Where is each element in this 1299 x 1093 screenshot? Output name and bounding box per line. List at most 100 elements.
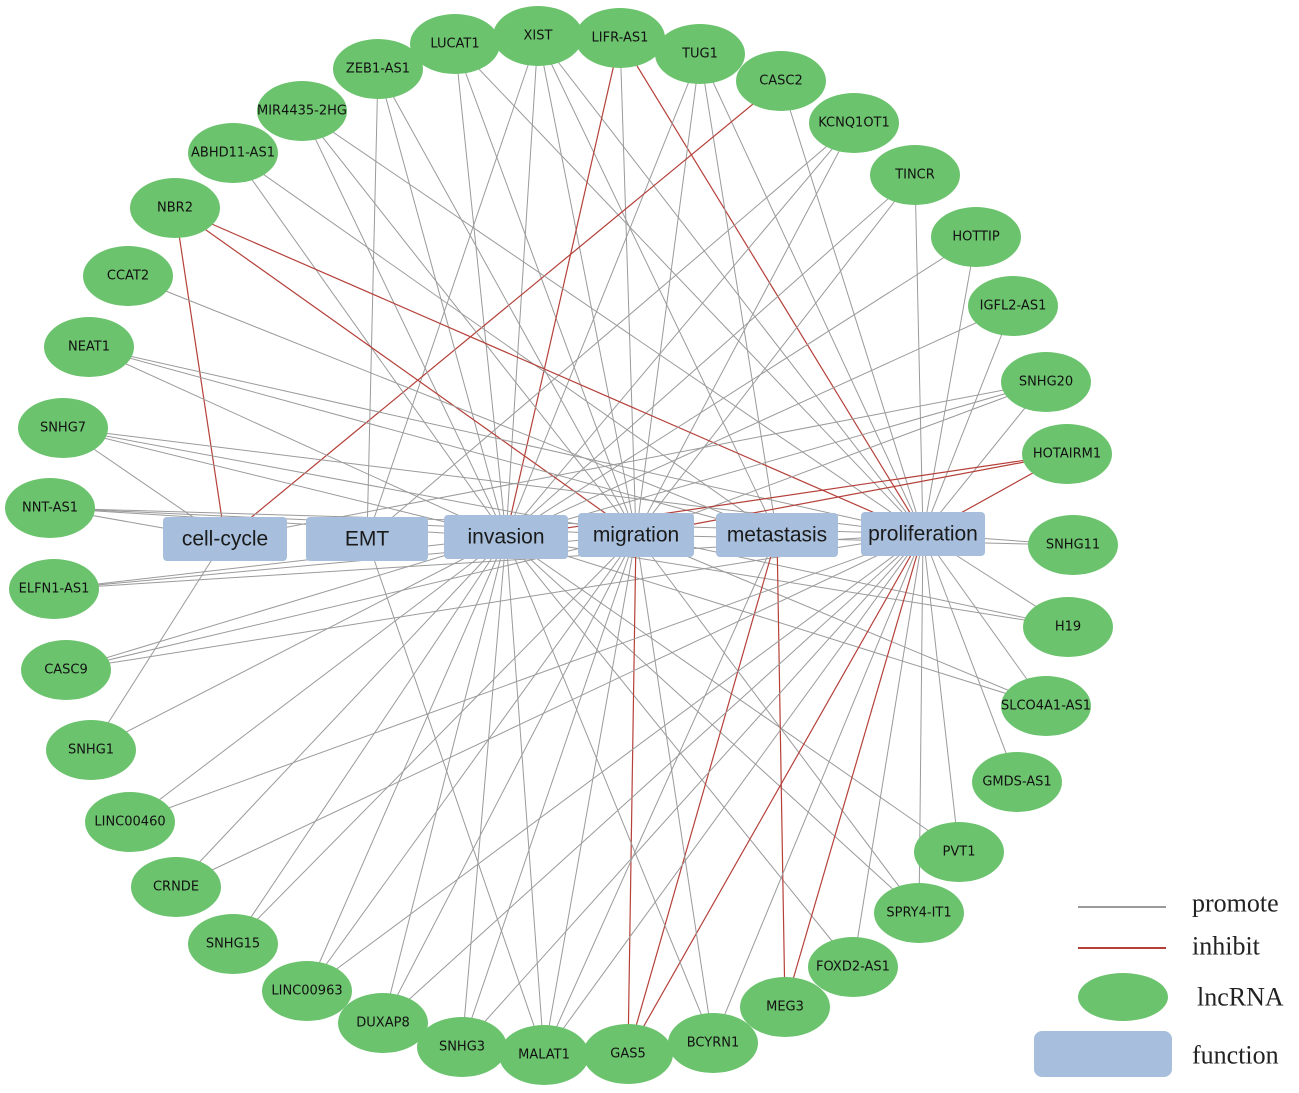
lncrna-node[interactable]: NBR2 <box>130 178 220 238</box>
lncrna-node[interactable]: XIST <box>493 6 583 66</box>
lncrna-node[interactable]: GAS5 <box>583 1024 673 1084</box>
function-node[interactable]: invasion <box>444 515 568 559</box>
edge-promote <box>377 68 507 538</box>
function-node[interactable]: cell-cycle <box>163 517 287 561</box>
lncrna-node[interactable]: KCNQ1OT1 <box>809 93 899 153</box>
edge-promote <box>505 536 545 1056</box>
lncrna-node[interactable]: ZEB1-AS1 <box>333 39 423 99</box>
lncrna-ellipse <box>188 123 278 183</box>
lncrna-node[interactable]: NNT-AS1 <box>5 478 95 538</box>
lncrna-label: IGFL2-AS1 <box>980 299 1047 314</box>
lncrna-label: LUCAT1 <box>430 37 479 52</box>
function-node[interactable]: proliferation <box>861 512 985 556</box>
function-node[interactable]: EMT <box>306 517 428 561</box>
edge-promote <box>382 536 507 1024</box>
function-label: cell-cycle <box>182 528 268 551</box>
lncrna-ellipse <box>968 276 1058 336</box>
lncrna-node[interactable]: SNHG11 <box>1028 515 1118 575</box>
lncrna-node[interactable]: ELFN1-AS1 <box>9 559 99 619</box>
edge-promote <box>619 37 637 536</box>
lncrna-node[interactable]: CRNDE <box>131 857 221 917</box>
lncrna-node[interactable]: CCAT2 <box>83 246 173 306</box>
lncrna-label: ELFN1-AS1 <box>19 582 90 597</box>
edge-promote <box>366 538 545 1056</box>
function-rect <box>306 517 428 561</box>
lncrna-node[interactable]: NEAT1 <box>44 317 134 377</box>
lncrna-ellipse <box>1001 676 1091 736</box>
lncrna-ellipse <box>333 39 423 99</box>
lncrna-node[interactable]: DUXAP8 <box>338 993 428 1053</box>
lncrna-node[interactable]: TINCR <box>870 145 960 205</box>
lncrna-node[interactable]: SNHG20 <box>1001 352 1091 412</box>
legend-lncrna-label: lncRNA <box>1197 983 1284 1012</box>
lncrna-label: PVT1 <box>943 845 976 860</box>
lncrna-node[interactable]: GMDS-AS1 <box>972 752 1062 812</box>
edge-inhibit <box>174 207 924 535</box>
edge-promote <box>366 122 855 540</box>
edge-promote <box>780 80 924 535</box>
lncrna-ellipse <box>130 178 220 238</box>
lncrna-node[interactable]: SNHG7 <box>18 398 108 458</box>
lncrna-node[interactable]: SPRY4-IT1 <box>874 883 964 943</box>
edge-promote <box>90 536 507 751</box>
edge-promote <box>505 35 539 538</box>
lncrna-node[interactable]: HOTAIRM1 <box>1022 424 1112 484</box>
lncrna-node[interactable]: HOTTIP <box>931 207 1021 267</box>
lncrna-ellipse <box>83 246 173 306</box>
lncrna-ellipse <box>914 822 1004 882</box>
lncrna-node[interactable]: CASC9 <box>21 640 111 700</box>
lncrna-label: NEAT1 <box>68 340 110 355</box>
function-node[interactable]: metastasis <box>716 513 838 557</box>
edge-promote <box>922 533 1018 783</box>
edge-inhibit <box>627 534 778 1055</box>
lncrna-ellipse <box>1023 597 1113 657</box>
lncrna-label: SPRY4-IT1 <box>886 906 951 921</box>
function-rect <box>578 513 694 557</box>
lncrna-node[interactable]: PVT1 <box>914 822 1004 882</box>
lncrna-label: GAS5 <box>610 1047 646 1062</box>
lncrna-node[interactable]: LUCAT1 <box>410 14 500 74</box>
lncrna-node[interactable]: MEG3 <box>740 977 830 1037</box>
lncrna-node[interactable]: IGFL2-AS1 <box>968 276 1058 336</box>
lncrna-ellipse <box>874 883 964 943</box>
edge-promote <box>127 275 778 536</box>
legend-lncrna-ellipse <box>1078 973 1168 1021</box>
edge-promote <box>382 533 924 1024</box>
lncrna-node[interactable]: TUG1 <box>655 24 745 84</box>
edge-promote <box>505 536 714 1044</box>
lncrna-node[interactable]: H19 <box>1023 597 1113 657</box>
lncrna-node[interactable]: FOXD2-AS1 <box>808 937 898 997</box>
lncrna-node[interactable]: CASC2 <box>736 51 826 111</box>
edge-promote <box>306 533 924 992</box>
lncrna-ellipse <box>9 559 99 619</box>
lncrna-ellipse <box>18 398 108 458</box>
lncrna-label: HOTAIRM1 <box>1033 447 1101 462</box>
lncrna-node[interactable]: SLCO4A1-AS1 <box>1001 676 1091 736</box>
lncrna-node[interactable]: BCYRN1 <box>668 1013 758 1073</box>
lncrna-node[interactable]: MALAT1 <box>499 1025 589 1085</box>
lncrna-node[interactable]: LINC00460 <box>85 792 175 852</box>
lncrna-node[interactable]: SNHG3 <box>417 1017 507 1077</box>
edge-promote <box>175 536 507 888</box>
edge-promote <box>301 110 637 536</box>
lncrna-node[interactable]: SNHG1 <box>46 720 136 780</box>
lncrna-label: ZEB1-AS1 <box>346 62 410 77</box>
edge-promote <box>306 536 507 992</box>
edge-promote <box>505 236 977 538</box>
edge-promote <box>543 533 924 1056</box>
lncrna-label: MALAT1 <box>518 1048 570 1063</box>
edge-promote <box>914 174 924 535</box>
lncrna-node[interactable]: LINC00963 <box>262 961 352 1021</box>
lncrna-node[interactable]: LIFR-AS1 <box>575 8 665 68</box>
lncrna-label: MIR4435-2HG <box>257 104 347 119</box>
lncrna-node[interactable]: ABHD11-AS1 <box>188 123 278 183</box>
lncrna-label: SNHG7 <box>40 421 86 436</box>
lncrna-node[interactable]: MIR4435-2HG <box>257 81 347 141</box>
lncrna-label: CRNDE <box>153 880 199 895</box>
lncrna-node[interactable]: SNHG15 <box>188 914 278 974</box>
edge-promote <box>922 533 960 853</box>
edge-inhibit <box>635 453 1068 536</box>
edge-promote <box>454 43 924 535</box>
edge-inhibit <box>627 534 637 1055</box>
function-node[interactable]: migration <box>578 513 694 557</box>
